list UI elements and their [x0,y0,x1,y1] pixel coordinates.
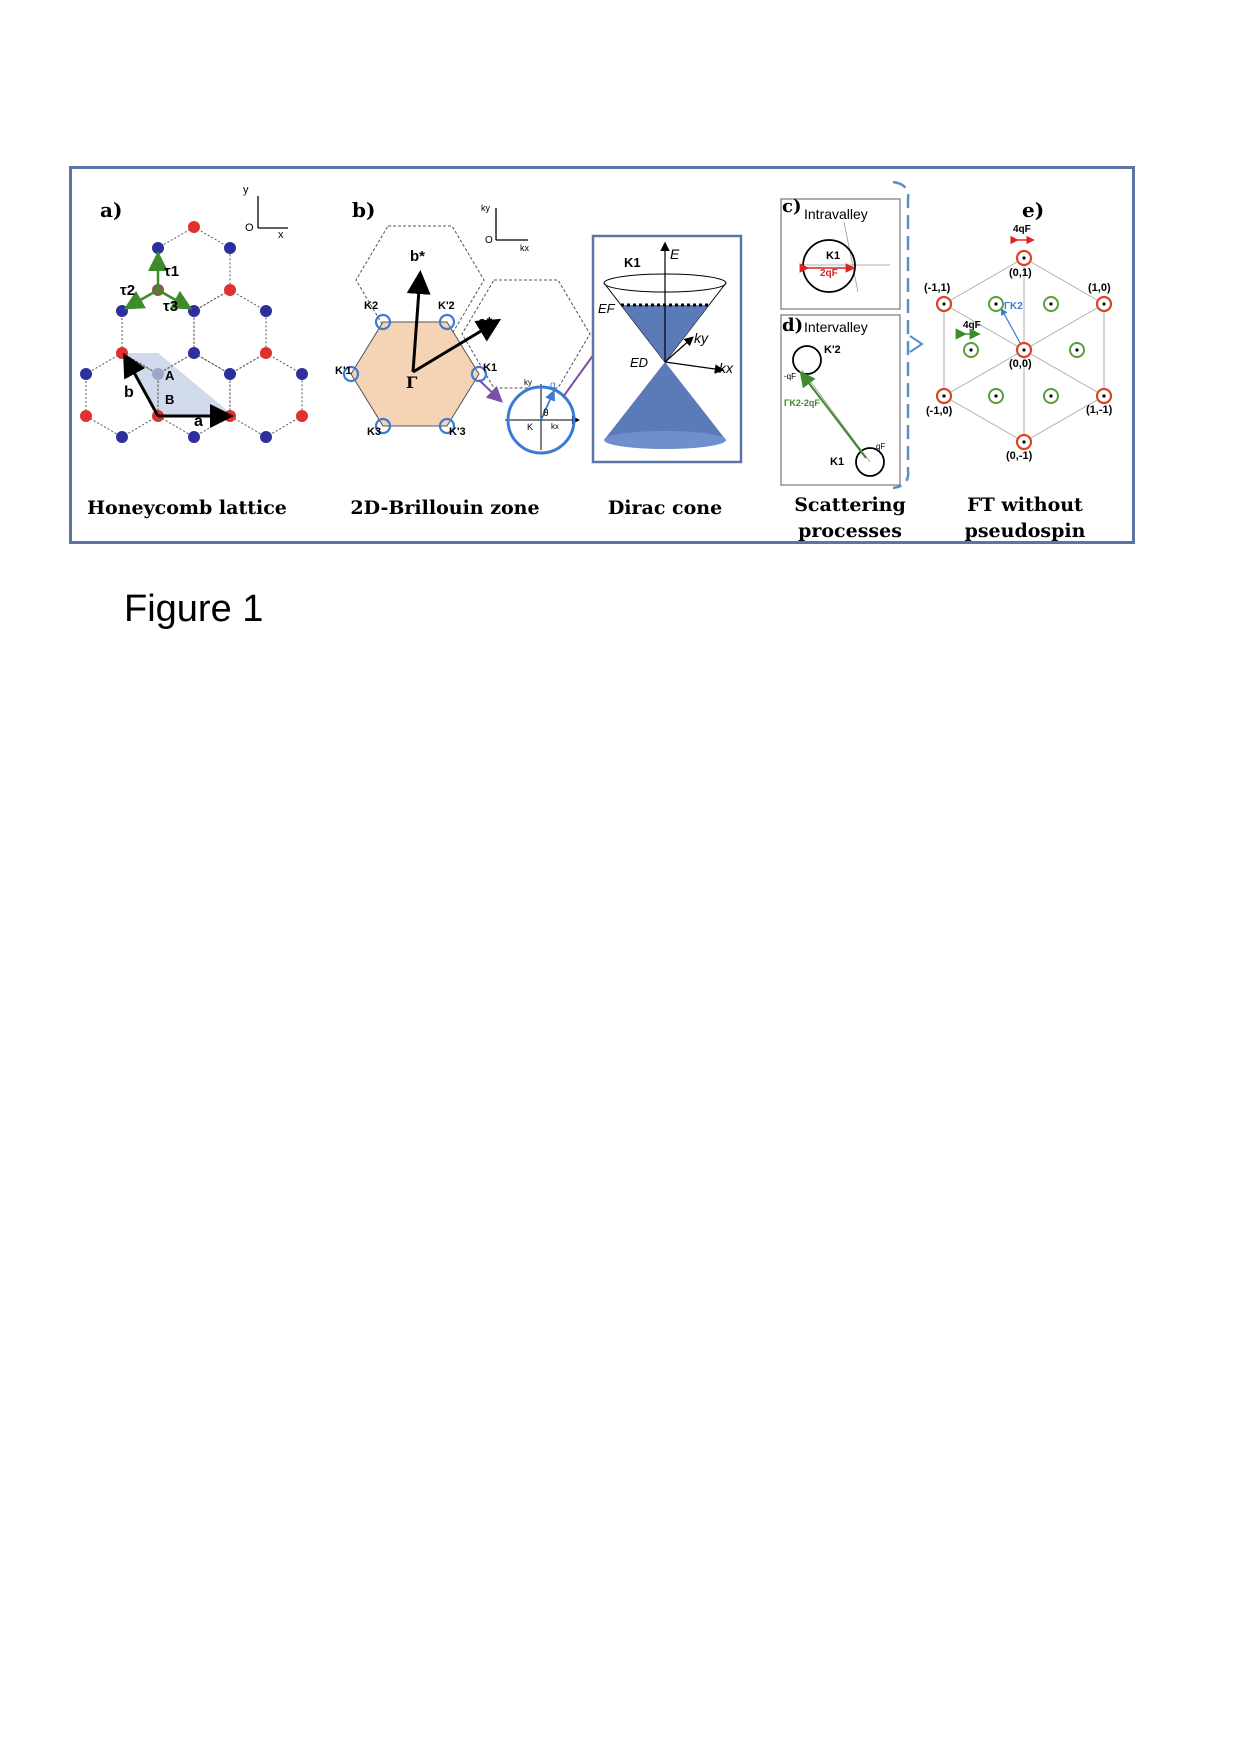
panel-d-label: d) [782,315,804,336]
axis-x-label: x [278,229,284,241]
brillouin-zone-panel [342,208,623,455]
cone-kx-label: kx [719,360,733,376]
tau1-label: τ1 [164,263,180,280]
cone-EF-label: EF [598,301,615,316]
d-K1-label: K1 [830,456,845,468]
point-m1-0: (-1,0) [926,405,953,417]
dirac-cone-panel [591,234,743,464]
caption-dirac: Dirac cone [607,497,723,519]
Kp2-label: K'2 [438,300,455,312]
caption-honeycomb: Honeycomb lattice [87,497,287,519]
intravalley-title: Intravalley [804,206,868,222]
neighbor-zones [355,225,591,389]
point-m1-1: (-1,1) [924,282,951,294]
circle-K-label: K [527,422,534,432]
figure-frame [69,166,1135,544]
point-0-1: (0,1) [1009,267,1032,279]
axis-y-label: y [243,184,249,196]
point-0-0: (0,0) [1009,358,1032,370]
b-axis-kx: kx [520,243,529,253]
zoom-arrow [478,379,503,403]
theta-label: θ [543,408,549,419]
b-axis-origin: O [485,235,493,246]
gamma-label: Γ [406,373,418,392]
Kp3-label: K'3 [449,426,466,438]
d-qF-label: qF [876,442,886,451]
ft-panel [935,235,1113,451]
K3-label: K3 [367,426,382,438]
cone-K1-label: K1 [624,255,641,270]
astar-label: a* [478,314,493,331]
Kp1-label: K'1 [335,365,352,377]
tau3-label: τ3 [163,298,179,315]
scattering-panels [780,180,924,490]
intervalley-title: Intervalley [804,319,868,335]
e-top-4qF: 4qF [1013,224,1031,235]
first-brillouin-zone [350,321,480,427]
reciprocal-vectors [406,270,502,374]
cone-ky-label: ky [694,330,708,346]
e-mid-4qF: 4qF [963,320,981,331]
vector-a-label: a [194,413,203,430]
K1-label: K1 [483,362,498,374]
cone-ED-label: ED [630,355,649,370]
bstar-label: b* [410,248,425,265]
lattice-vectors [123,352,234,428]
c-K1-label: K1 [826,250,841,262]
tau2-label: τ2 [120,282,136,299]
tau-vectors [123,251,193,310]
panel-e-label: e) [1022,198,1045,222]
circle-kx-label: kx [551,422,559,431]
point-0-m1: (0,-1) [1006,450,1033,462]
figure-label: Figure 1 [124,588,264,630]
d-mqF-label: -qF [784,372,796,381]
caption-brillouin: 2D-Brillouin zone [350,497,540,519]
site-b-label: B [165,392,175,407]
axis-origin-label: O [245,222,254,234]
q-label: q [550,380,556,391]
panel-c-label: c) [782,196,802,217]
site-a-label: A [165,368,175,383]
caption-scattering: Scattering processes [794,494,906,542]
gk2-label: ΓK2 [1004,301,1023,312]
k-point-circle [505,384,580,455]
b-axis-ky: ky [481,203,490,213]
circle-ky-label: ky [524,378,532,387]
point-1-0: (1,0) [1088,282,1111,294]
vector-b-label: b [124,384,134,401]
c-2qF-label: 2qF [820,268,838,279]
caption-ft: FT without pseudospin [964,494,1086,542]
zone-corners [342,313,488,435]
honeycomb-lattice-panel [80,196,308,443]
panel-a-label: a) [100,198,123,222]
point-1-m1: (1,-1) [1086,404,1113,416]
d-vector-label: ΓK2-2qF [784,398,820,408]
d-Kp2-label: K'2 [824,344,841,356]
panel-b-label: b) [352,198,376,222]
cone-E-label: E [670,246,680,262]
K2-label: K2 [364,300,379,312]
